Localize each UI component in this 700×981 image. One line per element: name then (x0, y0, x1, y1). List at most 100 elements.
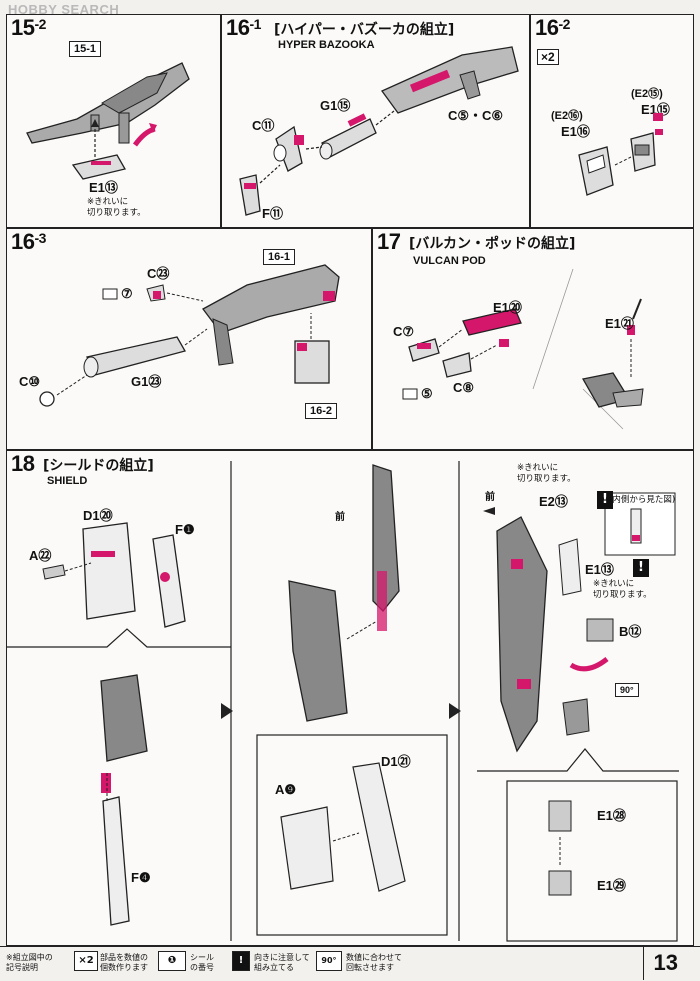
reference-box: 15-1 (69, 41, 102, 57)
legend-title-line2: 記号説明 (6, 963, 38, 972)
step-number: 16-1 (226, 17, 261, 39)
part-label-g1-23: G1㉓ (131, 374, 162, 389)
reference-box-top: 16-1 (263, 249, 296, 265)
cut-note: ※きれいに 切り取ります。 (87, 197, 146, 219)
part-label-e2-13: E2⑬ (539, 494, 568, 509)
step-16-3-panel: 16-3 16-1 16-2 ⑦ C㉓ C⑩ G1㉓ (6, 228, 372, 450)
step-main: 16 (535, 15, 559, 40)
step-sub-value: 1 (253, 16, 262, 32)
legend-title-line1: ※組立図中の (6, 953, 53, 962)
step-18-panel: 18 [シールドの組立] SHIELD (6, 450, 694, 946)
step-sub: -1 (249, 16, 262, 32)
bazooka-assembly-illustration (39, 264, 340, 407)
legend-line2: 回転させます (346, 963, 394, 972)
part-label-f1: F❶ (175, 522, 195, 537)
legend-line2: の番号 (190, 963, 214, 972)
legend-item: 数値に合わせて 回転させます (346, 953, 402, 973)
shield-illustration (7, 461, 679, 942)
step-number: 16-2 (535, 17, 570, 39)
part-label-c8: C⑧ (453, 380, 475, 395)
front-indicator: 前 (485, 492, 495, 503)
vulcan-pod-illustration (402, 268, 644, 430)
step-title-en: SHIELD (47, 475, 88, 487)
step-number: 15-2 (11, 17, 46, 39)
step-number: 16-3 (11, 231, 46, 253)
part-label-d1-20: D1⑳ (83, 508, 113, 523)
watermark: HOBBY SEARCH (8, 2, 120, 17)
reference-box-bottom: 16-2 (305, 403, 338, 419)
step-17-panel: 17 [バルカン・ポッドの組立] VULCAN POD C⑦ E1⑳ C⑧ E1… (372, 228, 694, 450)
rotate-badge: 90° (615, 683, 639, 697)
part-label-e2-15: (E2⑮) (631, 88, 663, 100)
part-label-e1-15: E1⑮ (641, 102, 670, 117)
part-label-e1-20: E1⑳ (493, 300, 522, 315)
step-title-en: VULCAN POD (413, 255, 486, 267)
page-number: 13 (642, 946, 678, 980)
cut-note-line1: ※きれいに (87, 197, 129, 207)
cut-note-top-line1: ※きれいに (517, 463, 559, 473)
sticker-number: ⑦ (121, 286, 133, 301)
sticker-number: ⑤ (421, 386, 433, 401)
part-label-c5-c6: C⑤・C⑥ (448, 108, 504, 123)
part-label-d1-21: D1㉑ (381, 754, 411, 769)
step-sub: -2 (558, 16, 571, 32)
orientation-warning-icon: ! (597, 491, 613, 509)
bazooka-illustration (26, 62, 190, 180)
part-label-e1-21: E1㉑ (605, 316, 634, 331)
multiplier-badge: ×2 (537, 49, 559, 65)
part-label-e2-16: (E2⑯) (551, 110, 583, 122)
part-label-c10: C⑩ (19, 374, 41, 389)
orientation-warning-icon: ! (633, 559, 649, 577)
step-16-2-panel: 16-2 ×2 (E2⑮) E1⑮ (E2⑯) E1⑯ (530, 14, 694, 228)
cut-note-mid-line2: 切り取ります。 (593, 590, 652, 600)
cut-note-line2: 切り取ります。 (87, 208, 146, 218)
part-label-a9: A❾ (275, 782, 297, 797)
cut-note-mid-line1: ※きれいに (593, 579, 635, 589)
part-label-a22: A㉒ (29, 548, 52, 563)
legend-line2: 組み立てる (254, 963, 294, 972)
legend-line1: シール (190, 953, 214, 962)
bracket-parts-illustration (578, 113, 663, 196)
part-label-c23: C㉓ (147, 266, 170, 281)
step-number: 17 (377, 229, 401, 254)
legend-item: シール の番号 (190, 953, 214, 973)
sticker-legend-icon: ❶ (158, 951, 186, 971)
step-main: 16 (226, 15, 250, 40)
step-sub-value: 2 (562, 16, 571, 32)
part-label-c7: C⑦ (393, 324, 415, 339)
cut-note-mid: ※きれいに 切り取ります。 (593, 579, 652, 601)
symbol-legend: ※組立図中の 記号説明 ×2 部品を数値の 個数作ります ❶ シール の番号 !… (0, 946, 700, 981)
hyper-bazooka-illustration (239, 46, 519, 216)
step-title: [シールドの組立] (43, 458, 154, 474)
part-label-b12: B⑫ (619, 624, 642, 639)
inner-view-label: (内側から見た図) (609, 495, 676, 505)
step-15-2-panel: 15-2 15-1 E1⑬ ※きれいに 切り取ります。 (6, 14, 221, 228)
step-title-en: HYPER BAZOOKA (278, 39, 375, 51)
step-sub-value: 3 (38, 230, 47, 246)
part-label-e1-29: E1㉙ (597, 878, 626, 893)
part-label-c11: C⑪ (252, 118, 275, 133)
legend-item: 向きに注意して 組み立てる (254, 953, 310, 973)
step-sub-value: 2 (38, 16, 47, 32)
part-label-g1-15: G1⑮ (320, 98, 351, 113)
part-label-e1-16: E1⑯ (561, 124, 590, 139)
legend-line2: 個数作ります (100, 963, 148, 972)
part-label: E1⑬ (89, 180, 118, 195)
cut-note-top: ※きれいに 切り取ります。 (517, 463, 576, 485)
legend-title: ※組立図中の 記号説明 (6, 953, 53, 973)
step-main: 15 (11, 15, 35, 40)
step-main: 16 (11, 229, 35, 254)
step-sub: -3 (34, 230, 47, 246)
part-label-f4: F❹ (131, 870, 151, 885)
rotate-legend-icon: 90° (316, 951, 342, 971)
warning-legend-icon: ! (232, 951, 250, 971)
step-title: [ハイパー・バズーカの組立] (274, 22, 455, 38)
part-label-e1-13: E1⑬ (585, 562, 614, 577)
legend-item: 部品を数値の 個数作ります (100, 953, 148, 973)
step-16-1-panel: 16-1 [ハイパー・バズーカの組立] HYPER BAZOOKA C⑪ G1⑮… (221, 14, 530, 228)
front-indicator: 前 (335, 512, 345, 523)
step-number: 18 (11, 451, 35, 476)
legend-line1: 向きに注意して (254, 953, 310, 962)
step-title: [バルカン・ポッドの組立] (409, 236, 576, 252)
